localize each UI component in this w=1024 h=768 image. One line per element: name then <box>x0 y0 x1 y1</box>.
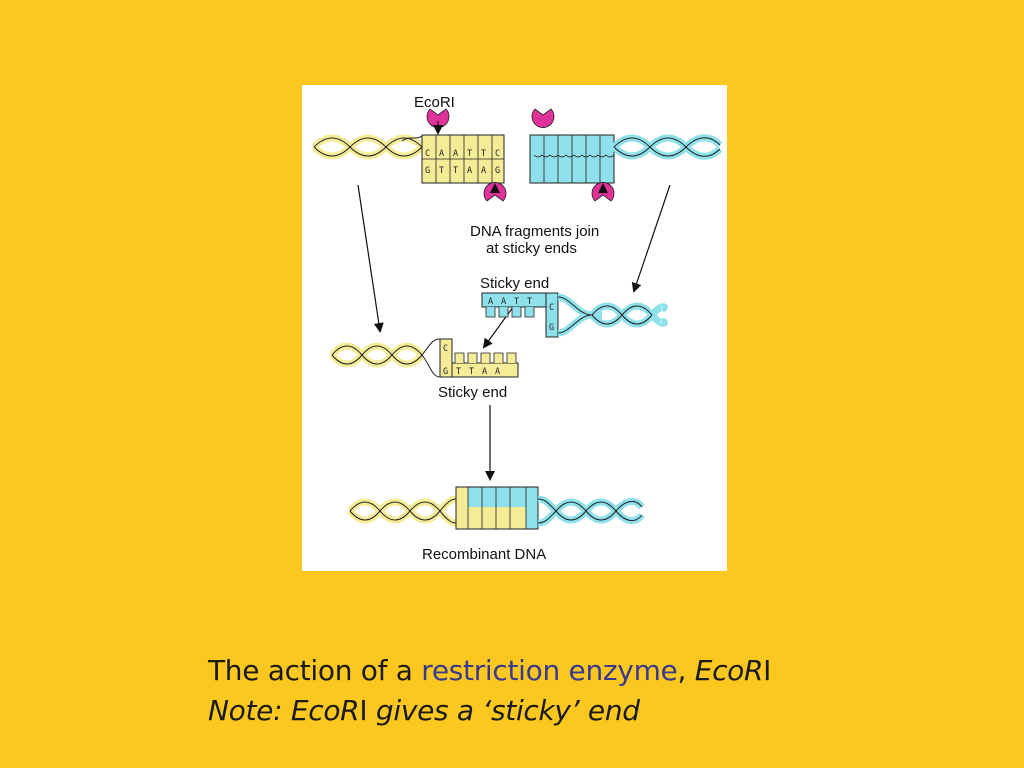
top-cyan-ladder <box>529 134 615 184</box>
svg-text:T: T <box>467 149 472 159</box>
caption-note-rest: gives a ‘sticky’ end <box>367 694 640 727</box>
caption-enzyme-italic: EcoR <box>694 654 764 687</box>
caption-enzyme-suffix: I <box>763 654 772 687</box>
svg-text:C: C <box>549 303 554 313</box>
caption-note-enzyme-suffix: I <box>359 694 368 727</box>
svg-text:T: T <box>453 166 458 176</box>
join-label-line2: at sticky ends <box>486 240 577 257</box>
recombinant-left-helix <box>347 495 457 527</box>
svg-text:A: A <box>501 297 506 307</box>
svg-text:T: T <box>481 149 486 159</box>
svg-text:T: T <box>439 166 444 176</box>
svg-text:A: A <box>467 166 472 176</box>
enzyme-arrow-icon <box>433 121 608 193</box>
middle-right-helix <box>589 302 668 328</box>
svg-text:T: T <box>456 367 461 377</box>
svg-text:G: G <box>495 166 500 176</box>
svg-text:T: T <box>527 297 532 307</box>
svg-text:A: A <box>482 367 487 377</box>
caption-separator: , <box>677 654 695 687</box>
svg-text:C: C <box>495 149 500 159</box>
arrow-icon <box>357 184 671 349</box>
top-right-helix <box>611 134 723 160</box>
svg-text:G: G <box>549 323 554 333</box>
caption-line-2: Note: EcoRI gives a ‘sticky’ end <box>208 691 988 731</box>
svg-text:C: C <box>425 149 430 159</box>
svg-text:A: A <box>453 149 458 159</box>
svg-text:A: A <box>488 297 493 307</box>
middle-left-helix <box>329 342 425 368</box>
svg-text:A: A <box>439 149 444 159</box>
caption-line-1: The action of a restriction enzyme, EcoR… <box>208 651 988 691</box>
svg-text:A: A <box>495 367 500 377</box>
caption-note-enzyme-italic: EcoR <box>290 694 360 727</box>
svg-text:G: G <box>443 367 448 377</box>
caption-note: Note: <box>208 694 291 727</box>
sticky-end-bottom-label: Sticky end <box>438 384 507 401</box>
slide-caption: The action of a restriction enzyme, EcoR… <box>208 651 988 731</box>
svg-text:C: C <box>443 344 448 354</box>
recombinant-dna-label: Recombinant DNA <box>422 546 546 563</box>
sticky-end-top-label: Sticky end <box>480 275 549 292</box>
svg-text:T: T <box>514 297 519 307</box>
recombinant-ladder <box>455 486 539 530</box>
join-label-line1: DNA fragments join <box>470 223 599 240</box>
enzyme-label: EcoRI <box>414 94 455 111</box>
recombinant-right-helix <box>537 495 645 527</box>
caption-prefix: The action of a <box>208 654 422 687</box>
svg-text:A: A <box>481 166 486 176</box>
svg-text:T: T <box>469 367 474 377</box>
top-left-helix <box>311 134 425 160</box>
caption-highlight-restriction-enzyme: restriction enzyme <box>421 654 678 687</box>
svg-text:G: G <box>425 166 430 176</box>
